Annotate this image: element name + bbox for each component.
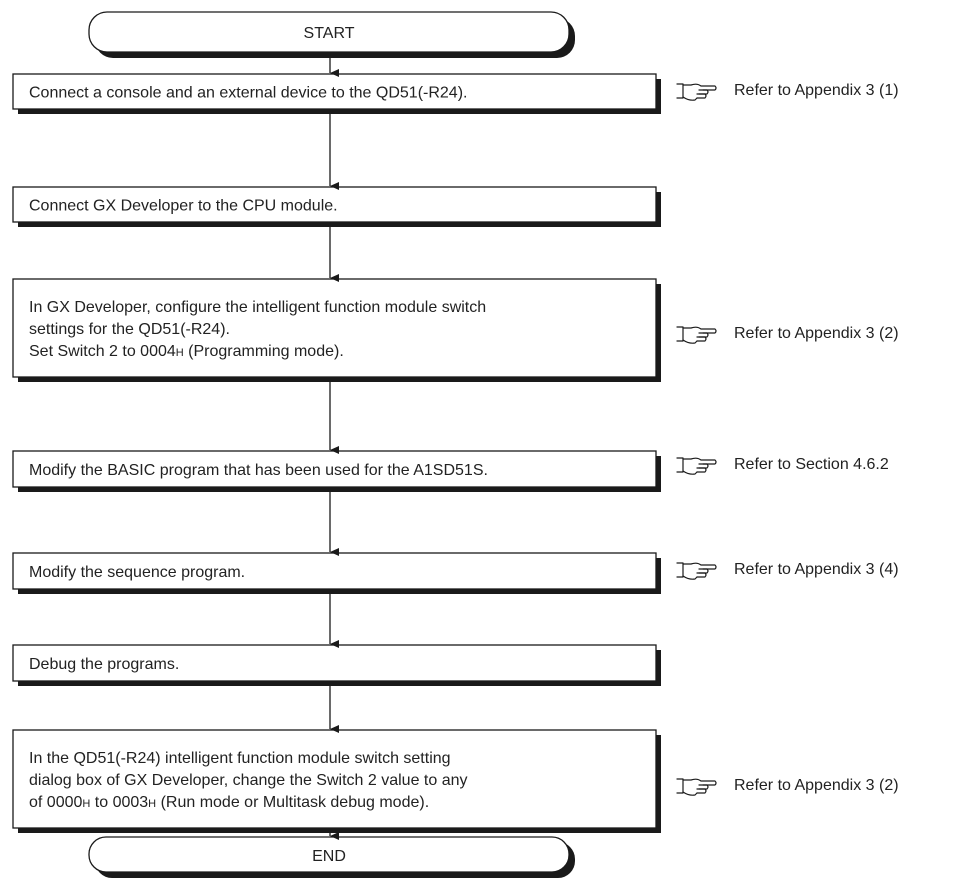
process-step: Modify the BASIC program that has been u… [12, 450, 661, 492]
start-terminal: START [88, 11, 575, 58]
reference-note: Refer to Appendix 3 (1) [676, 82, 899, 101]
reference-note: Refer to Appendix 3 (4) [676, 561, 899, 580]
reference-label: Refer to Appendix 3 (4) [734, 561, 899, 578]
step-text-line: Modify the sequence program. [29, 564, 245, 581]
process-step: Debug the programs. [12, 644, 661, 686]
step-text-line: settings for the QD51(-R24). [29, 321, 230, 338]
pointing-hand-icon [676, 326, 717, 344]
reference-label: Refer to Appendix 3 (1) [734, 82, 899, 99]
process-step: Connect GX Developer to the CPU module. [12, 186, 661, 227]
step-text-line: Connect a console and an external device… [29, 85, 467, 102]
step-text-line: of 0000H to 0003H (Run mode or Multitask… [29, 794, 429, 811]
step-text-line: Connect GX Developer to the CPU module. [29, 198, 338, 215]
step-text-line: In GX Developer, configure the intellige… [29, 299, 486, 316]
process-step: In the QD51(-R24) intelligent function m… [12, 729, 661, 833]
reference-label: Refer to Appendix 3 (2) [734, 777, 899, 794]
end-label: END [312, 848, 346, 865]
pointing-hand-icon [676, 83, 717, 101]
pointing-hand-icon [676, 778, 717, 796]
step-text-line: Modify the BASIC program that has been u… [29, 462, 488, 479]
process-step: Modify the sequence program. [12, 552, 661, 594]
process-steps: Connect a console and an external device… [12, 73, 899, 833]
end-terminal: END [88, 836, 575, 878]
step-text-line: dialog box of GX Developer, change the S… [29, 772, 468, 789]
step-text-line: Set Switch 2 to 0004H (Programming mode)… [29, 343, 344, 360]
reference-label: Refer to Appendix 3 (2) [734, 325, 899, 342]
reference-note: Refer to Section 4.6.2 [676, 456, 889, 475]
pointing-hand-icon [676, 562, 717, 580]
process-step: Connect a console and an external device… [12, 73, 661, 114]
process-step: In GX Developer, configure the intellige… [12, 278, 661, 382]
start-label: START [304, 25, 355, 42]
reference-note: Refer to Appendix 3 (2) [676, 777, 899, 796]
step-text-line: In the QD51(-R24) intelligent function m… [29, 750, 451, 767]
pointing-hand-icon [676, 457, 717, 475]
reference-note: Refer to Appendix 3 (2) [676, 325, 899, 344]
step-text-line: Debug the programs. [29, 656, 179, 673]
reference-label: Refer to Section 4.6.2 [734, 456, 889, 473]
